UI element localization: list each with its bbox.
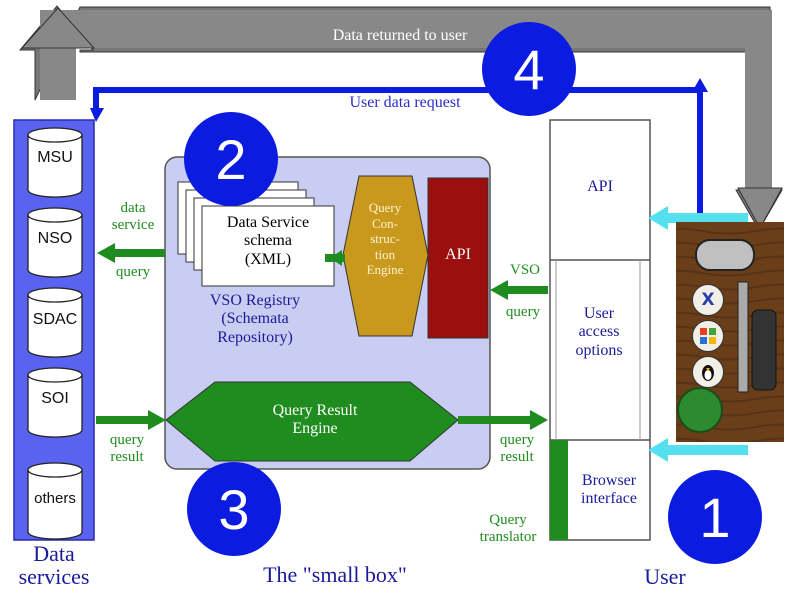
schema-page-front <box>201 205 335 287</box>
mac-os-icon: X <box>692 284 724 316</box>
step-3-circle: 3 <box>187 462 281 556</box>
data-service-soi: SOI <box>41 390 69 407</box>
result-engine-label: Query Result Engine <box>272 402 358 438</box>
query-arrow-left <box>97 243 115 263</box>
query-arrow-engine <box>330 250 342 266</box>
data-returned-head <box>20 7 96 49</box>
data-returned-label: Data returned to user <box>332 27 468 44</box>
cyan-arrow-api <box>648 206 668 230</box>
user-caption: User <box>644 564 686 589</box>
browser-interface-label: Browser interface <box>581 472 637 508</box>
query-result-arrow-left <box>148 410 166 430</box>
step-2-circle: 2 <box>184 112 278 206</box>
user-access-options: User access options <box>575 305 623 359</box>
vso-label: VSO <box>509 262 540 278</box>
vso-query-arrow <box>490 280 508 300</box>
user-api-label: API <box>587 178 613 195</box>
data-service-flow-label: data service <box>111 200 155 234</box>
handset-icon <box>695 239 755 271</box>
small-box-caption: The "small box" <box>263 562 407 587</box>
data-returned-band <box>40 10 772 188</box>
data-service-msu: MSU <box>37 149 73 166</box>
data-returned-tail <box>737 187 783 230</box>
storage-cylinder <box>27 287 83 358</box>
user-request-head-left <box>90 108 104 122</box>
query-left-label: query <box>115 264 151 280</box>
data-service-others: others <box>34 490 76 507</box>
data-services-caption: Data services <box>18 541 90 590</box>
query-result-right-label: query result <box>499 432 535 466</box>
user-request-line <box>93 87 703 220</box>
storage-cylinder <box>27 462 83 540</box>
query-translator-bar <box>550 440 568 540</box>
stylus-icon <box>737 281 749 393</box>
query-result-left-label: query result <box>109 432 145 466</box>
data-returned-stem <box>40 48 76 100</box>
linux-penguin-icon <box>692 356 724 388</box>
step-1-circle: 1 <box>668 470 762 564</box>
data-service-sdac: SDAC <box>32 311 78 328</box>
storage-cylinder <box>27 207 83 278</box>
storage-cylinder <box>27 367 83 438</box>
user-request-head-up <box>692 78 708 92</box>
query-result-arrow-right <box>530 410 548 430</box>
construction-engine-label: Query Con- struc- tion Engine <box>366 200 404 278</box>
registry-label: VSO Registry (Schemata Repository) <box>209 292 301 346</box>
data-service-nso: NSO <box>37 230 73 247</box>
api-red-box <box>427 177 489 339</box>
windows-icon <box>692 320 724 352</box>
query-translator-label: Query translator <box>479 512 537 546</box>
storage-cylinder <box>27 127 83 198</box>
cyan-arrow-browser <box>648 438 668 462</box>
step-4-circle: 4 <box>482 22 576 116</box>
schema-label: Data Service schema (XML) <box>226 214 310 268</box>
query-right-label: query <box>505 304 541 320</box>
globe-icon <box>677 387 723 433</box>
device-icon <box>751 309 777 391</box>
user-request-label: User data request <box>349 94 461 111</box>
small-box-api-label: API <box>445 246 471 263</box>
